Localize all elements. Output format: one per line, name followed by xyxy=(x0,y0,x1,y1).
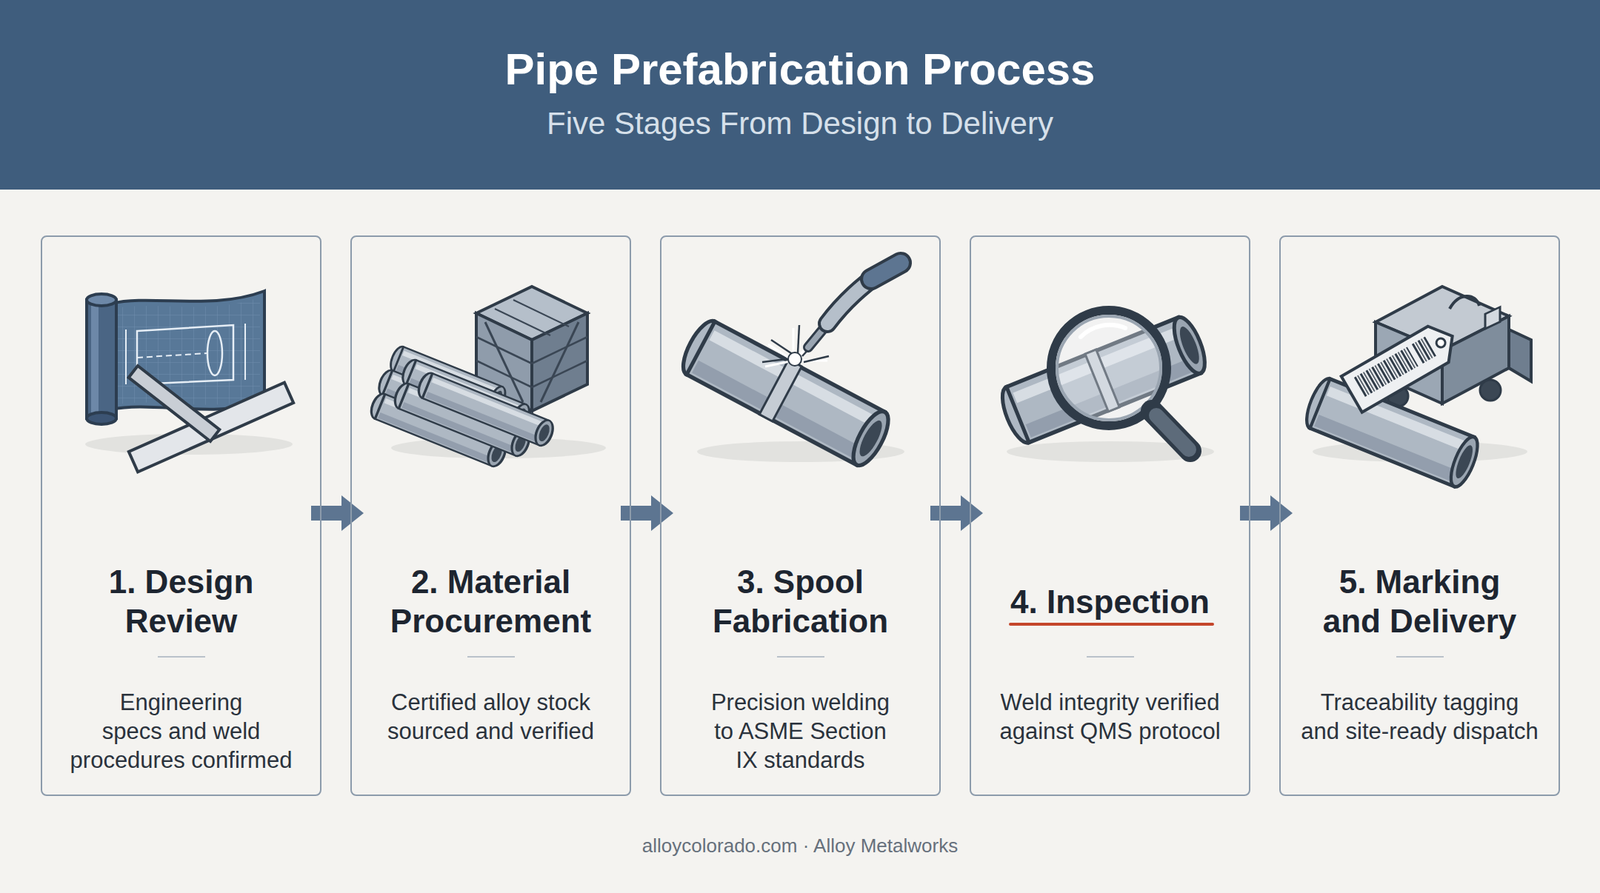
delivery-icon xyxy=(1411,336,1437,364)
subtitle: Five Stages From Design to Delivery xyxy=(0,105,1600,143)
stage-description: Weld integrity verified against QMS prot… xyxy=(984,688,1236,747)
blueprint-icon xyxy=(114,297,260,406)
stage-heading: 1. Design Review xyxy=(55,562,307,642)
blueprint-icon xyxy=(128,365,220,442)
delivery-icon xyxy=(1341,318,1463,413)
highlight-underline xyxy=(1008,622,1215,626)
delivery-icon xyxy=(1442,316,1509,404)
welding-icon xyxy=(762,359,786,363)
stage-heading: 3. Spool Fabrication xyxy=(674,562,926,642)
stage-description: Certified alloy stock sourced and verifi… xyxy=(365,688,617,747)
process-box: 3. Spool FabricationPrecision welding to… xyxy=(660,235,941,797)
delivery-icon xyxy=(1434,337,1447,349)
blueprint-icon xyxy=(137,353,208,358)
flow-arrow xyxy=(311,495,364,532)
inspection-icon xyxy=(1151,411,1191,452)
inspection-icon xyxy=(996,310,1215,463)
divider xyxy=(1396,656,1444,658)
delivery-icon xyxy=(1341,318,1463,413)
blueprint-icon xyxy=(86,294,117,306)
stage-description: Precision welding to ASME Section IX sta… xyxy=(674,688,926,775)
crate-pipes-icon xyxy=(368,286,606,469)
delivery-icon xyxy=(1485,307,1500,329)
delivery-icon xyxy=(1508,329,1532,382)
inspection-icon xyxy=(1156,415,1189,450)
divider xyxy=(157,656,206,658)
welding-icon xyxy=(788,352,802,366)
flow-arrow xyxy=(620,495,674,532)
blueprint-icon xyxy=(86,412,117,425)
divider xyxy=(777,656,825,658)
delivery-icon xyxy=(1480,380,1501,401)
stage-description: Engineering specs and weld procedures co… xyxy=(55,688,307,775)
welding-icon xyxy=(759,359,802,422)
blueprint-icon xyxy=(125,329,127,385)
flow-arrow xyxy=(1240,495,1293,532)
delivery-icon xyxy=(1449,296,1480,309)
title: Pipe Prefabrication Process xyxy=(0,42,1600,97)
welding-icon xyxy=(797,325,800,354)
welding-icon xyxy=(676,316,895,471)
blueprint-icon xyxy=(91,302,99,416)
header-band xyxy=(0,0,1600,190)
crate-pipes-icon xyxy=(513,300,569,327)
blueprint-icon xyxy=(244,323,246,380)
delivery-icon xyxy=(1301,286,1532,491)
stage-description: Traceability tagging and site-ready disp… xyxy=(1294,688,1546,747)
crate-pipes-icon xyxy=(494,308,551,336)
blueprint-icon xyxy=(207,331,223,376)
stage-heading: 2. Material Procurement xyxy=(365,562,617,642)
divider xyxy=(467,656,515,658)
process-box: 5. Marking and DeliveryTraceability tagg… xyxy=(1279,235,1560,797)
process-box: 4. InspectionWeld integrity verified aga… xyxy=(969,235,1251,797)
delivery-icon xyxy=(1353,346,1419,398)
flow-arrow xyxy=(930,495,983,532)
welding-icon xyxy=(759,359,802,422)
stage-heading: 4. Inspection xyxy=(1010,562,1210,642)
blueprint-icon xyxy=(85,291,294,472)
crate-pipes-icon xyxy=(415,370,557,449)
welding-icon xyxy=(676,262,905,471)
welding-icon xyxy=(803,356,829,363)
caption: alloycolorado.com · Alloy Metalworks xyxy=(0,834,1600,858)
divider xyxy=(1086,656,1135,658)
blueprint-icon xyxy=(128,365,220,442)
crate-pipes-icon xyxy=(531,313,588,412)
welding-icon xyxy=(871,262,901,280)
process-box: 2. Material ProcurementCertified alloy s… xyxy=(350,235,632,797)
blueprint-icon xyxy=(111,291,265,410)
stage-heading: 5. Marking and Delivery xyxy=(1294,562,1546,642)
welding-icon xyxy=(771,340,794,355)
process-box: 1. Design ReviewEngineering specs and we… xyxy=(40,235,322,797)
welding-icon xyxy=(871,262,901,280)
inspection-icon xyxy=(1080,325,1126,338)
blueprint-icon xyxy=(86,300,117,419)
